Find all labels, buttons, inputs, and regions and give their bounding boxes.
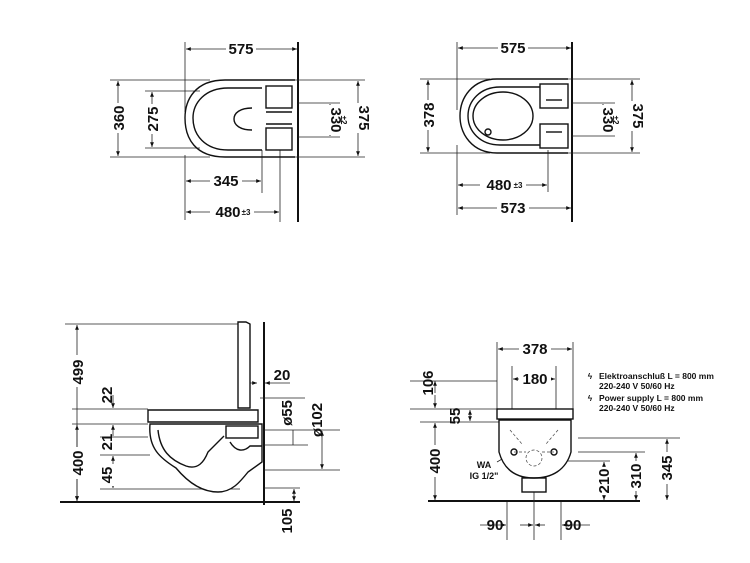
bowl-inner (192, 87, 262, 151)
wa-thread-label: IG 1/2" (470, 471, 499, 481)
dim-106: 106 (420, 370, 437, 395)
mount-bracket-top (265, 85, 293, 109)
tol-330: ±2 (611, 116, 620, 125)
dim-d102: ø102 (309, 403, 326, 437)
seat-outline (459, 78, 568, 154)
bowl-front (498, 419, 572, 479)
note-electrical-en: Power supply L = 800 mm (599, 393, 703, 403)
dim-575: 575 (228, 41, 253, 58)
dim-375: 375 (629, 103, 646, 128)
dim-55: 55 (447, 408, 464, 425)
outlet (521, 477, 547, 493)
dim-400: 400 (427, 448, 444, 473)
dim-575: 575 (500, 40, 525, 57)
tol-330: ±2 (339, 116, 348, 125)
front-view: 378 180 106 55 400 210 310 345 90 90 (410, 341, 714, 540)
dim-275: 275 (145, 106, 162, 131)
tol-480: ±3 (242, 208, 251, 217)
mount-bracket-bottom (265, 127, 293, 151)
dim-480: 480 (215, 204, 240, 221)
dim-375: 375 (355, 105, 372, 130)
dim-378: 378 (522, 341, 547, 358)
dim-20: 20 (274, 367, 291, 384)
bowl-opening (233, 107, 253, 131)
note-electrical-en-voltage: 220-240 V 50/60 Hz (599, 403, 675, 413)
dim-45: 45 (99, 467, 116, 484)
dim-330: 330 (327, 107, 344, 132)
dim-573: 573 (500, 200, 525, 217)
dim-21: 21 (99, 434, 116, 451)
dim-22: 22 (99, 387, 116, 404)
dim-330: 330 (599, 107, 616, 132)
dim-345: 345 (659, 455, 676, 480)
seat-front (496, 408, 574, 420)
dim-90-right: 90 (565, 517, 582, 534)
note-electrical-de: Elektroanschluß L = 800 mm (599, 371, 714, 381)
dim-400: 400 (70, 450, 87, 475)
seat (147, 409, 259, 423)
bolt-icon: ϟ (588, 371, 593, 381)
dim-180: 180 (522, 371, 547, 388)
bolt-icon: ϟ (588, 393, 593, 403)
dim-345: 345 (213, 173, 238, 190)
wa-label: WA (477, 460, 492, 470)
seat-lid (237, 321, 251, 409)
dim-105: 105 (279, 508, 296, 533)
dim-378: 378 (421, 102, 438, 127)
dim-310: 310 (628, 463, 645, 488)
dim-d55: ø55 (279, 400, 296, 426)
note-electrical-de-voltage: 220-240 V 50/60 Hz (599, 381, 675, 391)
dim-90-left: 90 (487, 517, 504, 534)
dim-480: 480 (486, 177, 511, 194)
plan-view-left: 575 360 275 330 ±2 375 345 480 ±3 (110, 41, 372, 222)
mount-bracket-bottom (539, 123, 569, 149)
mount-bracket-top (539, 83, 569, 109)
dim-210: 210 (596, 468, 613, 493)
bowl-outline (184, 79, 295, 158)
side-view: 499 22 21 400 45 20 ø55 ø102 105 (60, 321, 340, 534)
bowl-body (149, 423, 263, 493)
seat-opening (472, 91, 534, 141)
dim-499: 499 (70, 359, 87, 384)
plan-view-right: 575 378 330 ±2 375 480 ±3 573 (420, 40, 646, 222)
tol-480: ±3 (514, 181, 523, 190)
seat-inner (467, 86, 540, 146)
dim-360: 360 (111, 105, 128, 130)
